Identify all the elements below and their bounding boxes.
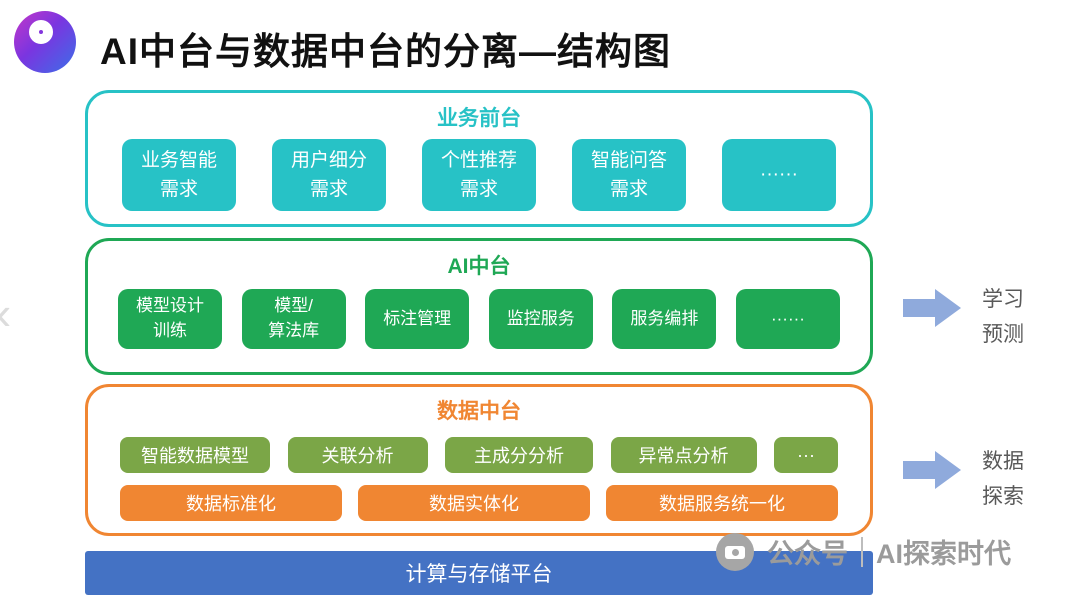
- data-arrow-label: 数据 探索: [982, 450, 1024, 508]
- brand-logo-icon: [14, 11, 76, 73]
- watermark-channel: 公众号: [767, 539, 848, 569]
- diagram-box: 服务编排: [612, 289, 717, 349]
- ai-items-row: 模型设计 训练 模型/ 算法库 标注管理 监控服务 服务编排 ······: [88, 289, 870, 349]
- watermark-divider: [861, 536, 863, 567]
- section-title: 数据中台: [437, 400, 521, 423]
- section-title: 业务前台: [437, 107, 521, 130]
- page-title: AI中台与数据中台的分离—结构图: [100, 31, 671, 72]
- section-business-frontend: 业务前台 业务智能 需求 用户细分 需求 个性推荐 需求 智能问答 需求 ···…: [85, 90, 873, 227]
- watermark-name: AI探索时代: [876, 539, 1011, 569]
- diagram-box: 监控服务: [488, 289, 593, 349]
- diagram-box: 个性推荐 需求: [422, 139, 536, 211]
- diagram-box: 数据实体化: [358, 485, 590, 521]
- diagram-box: 模型/ 算法库: [241, 289, 346, 349]
- section-ai-platform: AI中台 模型设计 训练 模型/ 算法库 标注管理 监控服务 服务编排 ····…: [85, 238, 873, 375]
- data-analysis-row: 智能数据模型 关联分析 主成分分析 异常点分析 ···: [88, 437, 870, 473]
- diagram-box-ellipsis: ······: [722, 139, 836, 211]
- carousel-prev-icon[interactable]: ‹: [0, 290, 11, 336]
- diagram-box-ellipsis: ······: [735, 289, 840, 349]
- diagram-box: 用户细分 需求: [272, 139, 386, 211]
- data-service-row: 数据标准化 数据实体化 数据服务统一化: [88, 485, 870, 521]
- diagram-box: 智能数据模型: [120, 437, 270, 473]
- diagram-box: 关联分析: [287, 437, 428, 473]
- diagram-box: 异常点分析: [610, 437, 757, 473]
- section-title: AI中台: [447, 255, 511, 278]
- section-data-platform: 数据中台 智能数据模型 关联分析 主成分分析 异常点分析 ··· 数据标准化 数…: [85, 384, 873, 536]
- diagram-box: 标注管理: [365, 289, 470, 349]
- diagram-box: 模型设计 训练: [118, 289, 222, 349]
- diagram-box: 业务智能 需求: [122, 139, 236, 211]
- logo-ring-icon: [29, 20, 53, 44]
- diagram-box: 智能问答 需求: [572, 139, 686, 211]
- diagram-box: 数据服务统一化: [606, 485, 838, 521]
- right-arrow-icon: [903, 448, 961, 492]
- diagram-box-ellipsis: ···: [774, 437, 838, 473]
- ai-arrow-label: 学习 预测: [982, 288, 1024, 346]
- diagram-box: 主成分分析: [445, 437, 593, 473]
- right-arrow-icon: [903, 286, 961, 330]
- camera-icon: [716, 532, 754, 571]
- diagram-box: 数据标准化: [120, 485, 342, 521]
- frontend-items-row: 业务智能 需求 用户细分 需求 个性推荐 需求 智能问答 需求 ······: [88, 139, 870, 211]
- watermark: 公众号 AI探索时代: [716, 532, 1011, 571]
